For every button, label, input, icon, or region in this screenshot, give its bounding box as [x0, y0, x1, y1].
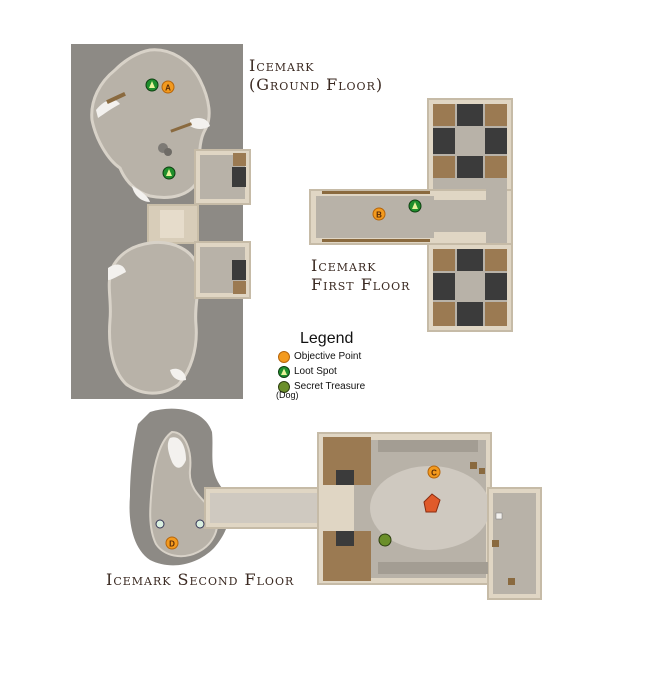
ground-floor-title-line2: (Ground Floor) [249, 75, 384, 94]
ground-floor-title-line1: Icemark [249, 56, 315, 75]
wood-corner [485, 156, 507, 178]
legend-title: Legend [300, 330, 354, 347]
first-floor-title: Icemark First Floor [311, 256, 410, 294]
objective-letter-d: D [169, 540, 175, 549]
crate [508, 578, 515, 585]
ground-corridor-inner [160, 210, 184, 238]
ground-room-upper-stairs [232, 167, 246, 187]
second-hall-annex-floor [493, 493, 536, 594]
stairs [457, 302, 483, 326]
loot-spot-icon-mark [281, 368, 287, 375]
ward-icon [195, 519, 205, 529]
secret-treasure-icon [278, 381, 290, 393]
stairs [485, 273, 507, 300]
objective-letter-b: B [376, 211, 382, 220]
ground-debris-2 [170, 122, 193, 133]
wood-corner [485, 302, 507, 326]
ground-room-lower-stairs [232, 260, 246, 280]
objective-letter-a: A [165, 84, 171, 93]
wood-corner [433, 156, 455, 178]
first-corridor-connector [434, 200, 486, 232]
stairs [457, 104, 483, 126]
crate [492, 540, 499, 547]
first-corridor-vertical [486, 178, 507, 248]
second-floor-map: C D [129, 408, 542, 600]
ward-icon [155, 519, 165, 529]
stairs [433, 128, 455, 154]
objective-point-icon [372, 207, 386, 221]
wood-corner [433, 302, 455, 326]
objective-point-icon [161, 80, 175, 94]
first-corridor-trim-2 [322, 239, 430, 242]
objective-point-icon [427, 465, 441, 479]
second-cavern-snow [167, 437, 186, 468]
crate [479, 468, 485, 474]
campfire [423, 493, 441, 513]
objective-point-icon [165, 536, 179, 550]
ground-floor-title: Icemark (Ground Floor) [249, 56, 383, 94]
stairs [485, 128, 507, 154]
second-room-upper-stairs [336, 470, 354, 485]
wood-corner [485, 104, 507, 126]
objective-letter-c: C [431, 469, 437, 478]
legend-note: (Dog) [276, 390, 299, 400]
ground-lower-snow [108, 264, 126, 280]
first-corridor-trim [322, 191, 430, 194]
crate [470, 462, 477, 469]
ground-rocks-2 [164, 148, 172, 156]
ground-upper-cavern [90, 48, 211, 199]
stairs [457, 249, 483, 271]
loot-spot-icon-mark [149, 81, 155, 88]
first-floor-title-line1: Icemark [311, 256, 377, 275]
wood-corner [485, 249, 507, 271]
ground-upper-snow [96, 99, 120, 118]
objective-point-icon [278, 351, 290, 363]
ground-room-upper-wood [233, 153, 246, 166]
stairs [457, 156, 483, 178]
second-inner-wall [378, 440, 478, 452]
legend-label: Objective Point [294, 351, 362, 362]
ground-lower-cavern [107, 240, 200, 395]
legend-symbols [278, 351, 290, 393]
wood-corner [433, 104, 455, 126]
second-room-lower-stairs [336, 531, 354, 546]
wood-corner [433, 249, 455, 271]
second-inner-wall-2 [378, 562, 488, 574]
second-floor-title: Icemark Second Floor [106, 570, 294, 589]
loot-spot-icon-mark [412, 202, 418, 209]
ground-lower-snow-2 [170, 368, 186, 381]
ground-floor-map: A [71, 44, 251, 399]
loot-spot-icon-mark [166, 169, 172, 176]
crate [495, 512, 503, 520]
ground-room-lower-wood [233, 281, 246, 294]
secret-treasure-icon [378, 533, 392, 547]
ground-snow-patch-2 [132, 186, 150, 202]
ground-debris [106, 91, 126, 105]
legend-label: Loot Spot [294, 366, 337, 377]
stairs [433, 273, 455, 300]
ground-snow-patch [190, 118, 210, 129]
second-floor-title-text: Icemark Second Floor [106, 570, 295, 589]
first-floor-title-line2: First Floor [311, 275, 411, 294]
legend-label: Secret Treasure [294, 381, 366, 392]
first-floor-map: B [309, 98, 513, 332]
